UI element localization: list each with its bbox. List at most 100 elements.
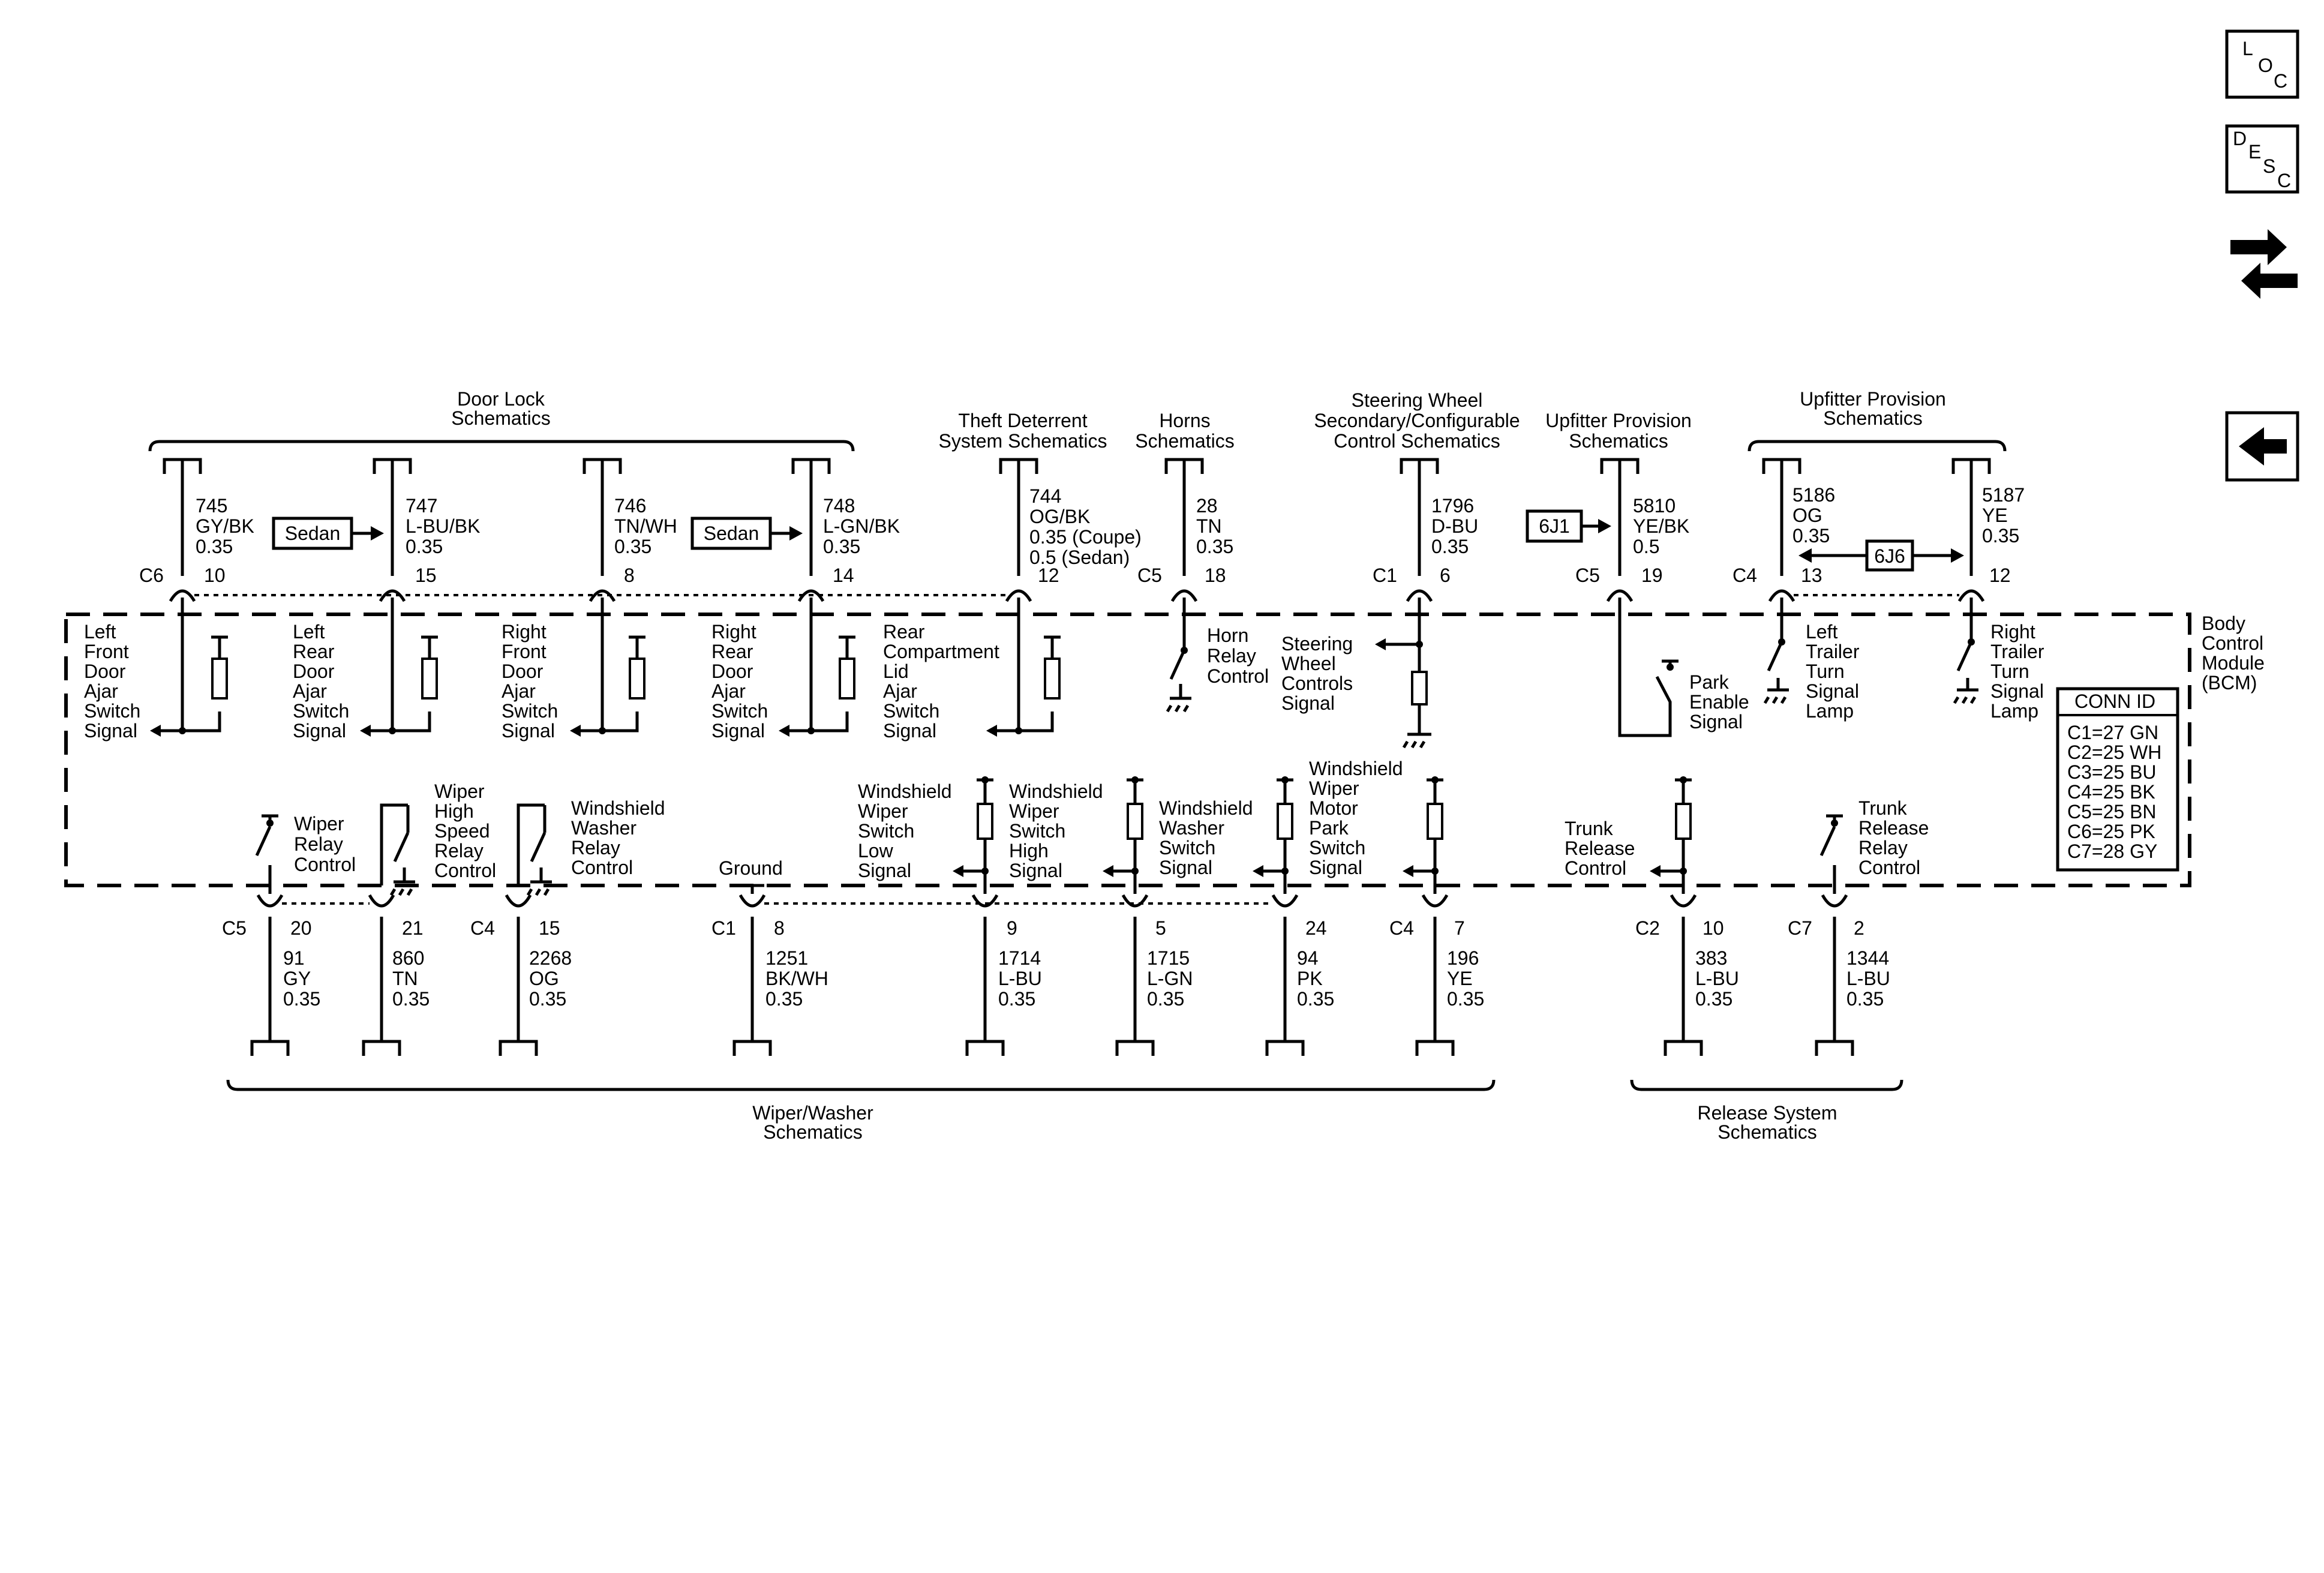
- wire-number: 1251: [765, 947, 808, 969]
- circuit-1796-steering-wheel-controls[interactable]: 1796 D-BU 0.35 C1 6 Steering Wheel Contr…: [1281, 458, 1478, 749]
- wire-color: TN: [392, 968, 418, 989]
- signal-label: Relay: [1207, 645, 1256, 667]
- circuit-746-right-front-door-ajar[interactable]: 746 TN/WH 0.35 8 Right Front Door Ajar S…: [502, 458, 677, 742]
- signal-label: Switch: [1009, 820, 1065, 842]
- bcm-module-outline: [64, 613, 2191, 887]
- bcm-label: Body Control Module (BCM): [2202, 613, 2265, 694]
- circuit-1344-trunk-release-relay[interactable]: Trunk Release Relay Control C7 2 1344 L-…: [1788, 797, 1929, 1056]
- group-title: Secondary/Configurable: [1314, 410, 1520, 431]
- signal-label: High: [434, 800, 474, 822]
- circuit-748-right-rear-door-ajar[interactable]: 748 L-GN/BK 0.35 14 Right Rear Door Ajar…: [711, 458, 900, 742]
- signal-label: Lid: [883, 661, 909, 682]
- wire-gauge: 0.5 (Sedan): [1029, 547, 1130, 568]
- circuit-383-trunk-release-control[interactable]: Trunk Release Control C2 10 383 L-BU 0.3…: [1565, 776, 1739, 1056]
- sedan-option-748[interactable]: Sedan: [690, 517, 803, 550]
- desc-letter-d: D: [2233, 128, 2247, 149]
- signal-label: Right: [502, 621, 547, 643]
- group-title: Schematics: [451, 407, 550, 429]
- circuit-91-wiper-relay-control[interactable]: Wiper Relay Control C5 20 91 GY 0.35: [222, 813, 356, 1056]
- conn-id-row: C4=25 BK: [2067, 781, 2155, 803]
- circuit-196[interactable]: C4 7 196 YE 0.35: [1389, 776, 1484, 1056]
- signal-label: Park: [1689, 671, 1730, 693]
- signal-label: Control: [294, 854, 356, 875]
- pin-number: 10: [1703, 917, 1724, 939]
- signal-label: Signal: [1689, 711, 1743, 733]
- connector-label: C1: [1373, 565, 1397, 586]
- upfitter-provision-pair-group[interactable]: Upfitter Provision Schematics: [1747, 388, 2007, 452]
- wiper-washer-group[interactable]: Wiper/Washer Schematics: [226, 1079, 1496, 1143]
- circuit-5186-left-trailer-turn[interactable]: 5186 OG 0.35 C4 13 Left Trailer Turn Sig…: [1733, 458, 1860, 722]
- circuit-2268-windshield-washer-relay[interactable]: Windshield Washer Relay Control C4 15 22…: [470, 797, 665, 1056]
- connector-label: C1: [711, 917, 736, 939]
- circuit-747-left-rear-door-ajar[interactable]: 747 L-BU/BK 0.35 15 Left Rear Door Ajar …: [293, 458, 480, 742]
- signal-label: Ajar: [883, 680, 917, 702]
- release-system-group[interactable]: Release System Schematics: [1630, 1079, 1903, 1143]
- conn-id-row: C5=25 BN: [2067, 801, 2157, 822]
- circuit-1251-ground[interactable]: Ground C1 8 1251 BK/WH 0.35: [711, 857, 828, 1056]
- signal-label: Turn: [1990, 661, 2029, 682]
- upfitter-provision-group[interactable]: Upfitter Provision Schematics: [1545, 410, 1692, 452]
- signal-label: Door: [711, 661, 753, 682]
- connector-label: C5: [222, 917, 247, 939]
- connector-label: C4: [1733, 565, 1757, 586]
- circuit-1715-washer-switch-signal[interactable]: Windshield Washer Switch Signal 5 1715 L…: [1103, 776, 1253, 1056]
- wire-color: YE: [1447, 968, 1473, 989]
- signal-label: Left: [84, 621, 116, 643]
- conn-id-title: CONN ID: [2074, 691, 2155, 712]
- circuit-1714-wiper-switch-signal[interactable]: Windshield Wiper Switch Low Signal Winds…: [858, 776, 1103, 1056]
- connector-end-view-icon: [2230, 229, 2298, 299]
- pin-number: 2: [1854, 917, 1864, 939]
- 6j6-option[interactable]: 6J6: [1798, 539, 1964, 572]
- signal-label: Right: [711, 621, 756, 643]
- option-label: Sedan: [285, 523, 341, 544]
- circuit-745-left-front-door-ajar[interactable]: 745 GY/BK 0.35 C6 10 Left Front Door Aja…: [84, 458, 254, 742]
- connector-label: C7: [1788, 917, 1812, 939]
- signal-label: Speed: [434, 820, 490, 842]
- signal-label: Signal: [1990, 680, 2044, 702]
- signal-label: Switch: [293, 700, 349, 722]
- circuit-5810-park-enable[interactable]: 5810 YE/BK 0.5 C5 19 Park Enable Signal: [1575, 458, 1749, 737]
- desc-letter-s: S: [2263, 155, 2275, 177]
- signal-label: Trunk: [1565, 818, 1614, 839]
- loc-letter-o: O: [2258, 55, 2273, 76]
- steering-wheel-group[interactable]: Steering Wheel Secondary/Configurable Co…: [1314, 389, 1520, 452]
- signal-label: Windshield: [571, 797, 665, 819]
- desc-button[interactable]: D E S C: [2225, 124, 2299, 194]
- circuit-5187-right-trailer-turn[interactable]: 5187 YE 0.35 12 Right Trailer Turn Signa…: [1951, 458, 2044, 722]
- connector-end-view-button[interactable]: [2230, 229, 2298, 299]
- wire-color: PK: [1297, 968, 1323, 989]
- signal-label: Wiper: [1309, 778, 1359, 799]
- back-arrow-icon: [2239, 427, 2287, 466]
- circuit-860-wiper-high-speed-relay[interactable]: Wiper High Speed Relay Control 21 860 TN…: [362, 781, 496, 1056]
- wire-color: YE/BK: [1633, 515, 1689, 537]
- wire-number: 746: [614, 495, 646, 517]
- horns-group[interactable]: Horns Schematics: [1135, 410, 1234, 452]
- conn-id-row: C1=27 GN: [2067, 722, 2158, 743]
- circuit-744-rear-compartment-lid-ajar[interactable]: 744 OG/BK 0.35 (Coupe) 0.5 (Sedan) 12 Re…: [883, 458, 1142, 742]
- back-button[interactable]: [2225, 411, 2299, 482]
- loc-button[interactable]: L O C: [2225, 29, 2299, 99]
- signal-label: Signal: [858, 860, 911, 881]
- wire-number: 94: [1297, 947, 1319, 969]
- wire-color: L-BU: [1846, 968, 1890, 989]
- connector-label: C4: [470, 917, 495, 939]
- connector-label: C5: [1575, 565, 1600, 586]
- signal-label: Washer: [1159, 817, 1224, 839]
- wire-gauge: 0.35: [765, 988, 803, 1010]
- signal-label: Wiper: [294, 813, 344, 834]
- circuit-94-wiper-motor-park-switch[interactable]: Windshield Wiper Motor Park Switch Signa…: [1253, 758, 1403, 1056]
- signal-label: Switch: [84, 700, 140, 722]
- wire-gauge: 0.35: [998, 988, 1035, 1010]
- sedan-option-747[interactable]: Sedan: [272, 517, 384, 550]
- wire-color: GY/BK: [196, 515, 254, 537]
- signal-label: Signal: [84, 720, 137, 742]
- circuit-28-horn-relay-control[interactable]: 28 TN 0.35 C5 18 Horn Relay Control: [1137, 458, 1269, 713]
- 6j1-option[interactable]: 6J1: [1526, 509, 1611, 543]
- wire-color: L-BU: [1695, 968, 1739, 989]
- wire-gauge: 0.35: [406, 536, 443, 557]
- theft-deterrent-group[interactable]: Theft Deterrent System Schematics: [939, 410, 1107, 452]
- conn-id-row: C2=25 WH: [2067, 742, 2161, 763]
- signal-label: Relay: [434, 840, 484, 861]
- door-lock-group[interactable]: Door Lock Schematics: [148, 388, 855, 452]
- group-title: Schematics: [1823, 407, 1922, 429]
